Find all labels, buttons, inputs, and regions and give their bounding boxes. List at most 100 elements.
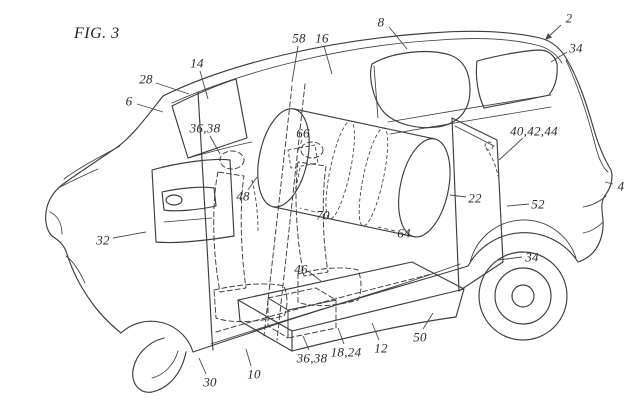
leader-line-52 — [506, 203, 530, 207]
ref-numeral-58: 58 — [292, 30, 306, 46]
ref-numeral-52: 52 — [531, 196, 545, 212]
leader-line-4 — [604, 181, 614, 185]
leader-line-12 — [371, 322, 380, 341]
leader-line-34 — [550, 51, 568, 63]
seat-cushion-2 — [297, 267, 362, 307]
ref-numeral-30: 30 — [203, 374, 217, 390]
seatback-2 — [295, 161, 329, 277]
tailgate-inner-line — [565, 59, 609, 173]
rear-bumper-line-2 — [582, 221, 604, 234]
leader-line-50 — [422, 312, 434, 330]
headrest-2 — [300, 141, 324, 159]
leader-line-34 — [497, 256, 523, 261]
seatback-1 — [213, 171, 247, 293]
vehicle-body — [45, 30, 613, 353]
ref-numeral-34: 34 — [525, 249, 539, 265]
rocker-inner-line — [210, 263, 461, 345]
leader-line-16 — [323, 45, 333, 75]
leader-line-58 — [291, 45, 299, 83]
ref-numeral-12: 12 — [374, 340, 388, 356]
cargo-panel — [451, 117, 504, 292]
seatbelt-line — [251, 179, 259, 233]
ref-numeral-16: 16 — [315, 30, 329, 46]
body-outline — [45, 30, 613, 353]
door-opening-rear-edge — [373, 65, 379, 119]
roof-inner-line — [171, 38, 563, 104]
leader-line-28 — [155, 82, 190, 95]
floor-platform — [215, 261, 465, 352]
platform-bottom-left — [239, 320, 293, 352]
rear-tire — [478, 251, 568, 341]
ref-numeral-50: 50 — [413, 329, 427, 345]
platform-right-edge — [455, 288, 465, 318]
leader-line-8 — [388, 26, 408, 50]
rear-quarter-window — [475, 49, 558, 109]
leader-line-66 — [297, 139, 303, 152]
bracket-66 — [287, 144, 319, 169]
ref-numeral-32: 32 — [96, 232, 110, 248]
cargo-panel-outline — [451, 117, 504, 292]
tank-strap-1 — [325, 120, 355, 220]
ref-numeral-2: 2 — [565, 10, 573, 26]
platform-left-edge — [237, 299, 241, 322]
figure-title: FIG. 3 — [74, 25, 120, 42]
cargo-panel-inner-line — [454, 125, 495, 147]
quarter-panel-shape — [370, 51, 471, 129]
leader-line-14 — [199, 70, 209, 100]
leader-line-22 — [449, 194, 467, 198]
hood-inner-line — [63, 145, 121, 180]
leader-line-32 — [112, 231, 147, 239]
seat-base-box-front — [267, 297, 289, 339]
cargo-beltline-1 — [387, 94, 552, 123]
leader-line-48 — [247, 176, 258, 191]
leader-line-46 — [308, 271, 322, 282]
ref-numeral-36-38: 36,38 — [296, 350, 328, 366]
ref-numeral-70: 70 — [316, 207, 330, 223]
leader-line-30 — [198, 357, 207, 375]
front-door-window — [171, 78, 248, 159]
front-wheel-area — [132, 337, 187, 393]
leader-line-64 — [377, 226, 396, 232]
ref-numeral-66: 66 — [296, 125, 310, 141]
seat-base-box-side — [287, 299, 337, 339]
phantom-line-rear — [276, 83, 306, 341]
door-trim-line — [163, 217, 213, 223]
beltline-front — [187, 141, 253, 159]
leader-line-10 — [245, 348, 252, 367]
ref-numeral-6: 6 — [125, 93, 133, 109]
phantom-pillar-lines — [263, 83, 306, 341]
bracket-66-line — [294, 167, 301, 193]
ref-numeral-4: 4 — [617, 178, 625, 194]
floor-hidden-line — [215, 273, 433, 333]
rear-arch-inner — [469, 219, 577, 264]
seat-cushion-1 — [213, 283, 288, 323]
ref-numeral-34: 34 — [569, 40, 583, 56]
front-bumper-curve-3 — [65, 255, 86, 284]
front-flare-inner — [151, 350, 179, 379]
front-bumper-curve-1 — [57, 168, 99, 189]
door-opening-front-edge — [197, 91, 214, 351]
phantom-line-front — [263, 85, 293, 337]
ref-numeral-36-38: 36,38 — [189, 120, 221, 136]
leader-line-36-38 — [302, 335, 310, 351]
door-handle — [165, 194, 183, 206]
ref-numeral-64: 64 — [397, 225, 411, 241]
leader-line-70 — [299, 207, 316, 213]
ref-numeral-48: 48 — [236, 188, 250, 204]
ref-numeral-8: 8 — [377, 14, 385, 30]
ref-numeral-10: 10 — [247, 366, 261, 382]
tank-strap-2 — [358, 127, 389, 227]
cargo-beltline-2 — [389, 106, 552, 135]
leader-line-2 — [544, 24, 562, 41]
front-bumper-curve-2 — [49, 211, 63, 235]
rear-rim — [494, 267, 552, 325]
front-fender-flare — [132, 337, 187, 393]
ref-numeral-18-24: 18,24 — [330, 344, 362, 360]
leader-line-6 — [136, 103, 164, 113]
leader-line-40-42-44 — [498, 137, 524, 161]
tank-top-line — [293, 108, 436, 140]
leader-line-18-24 — [337, 327, 345, 345]
